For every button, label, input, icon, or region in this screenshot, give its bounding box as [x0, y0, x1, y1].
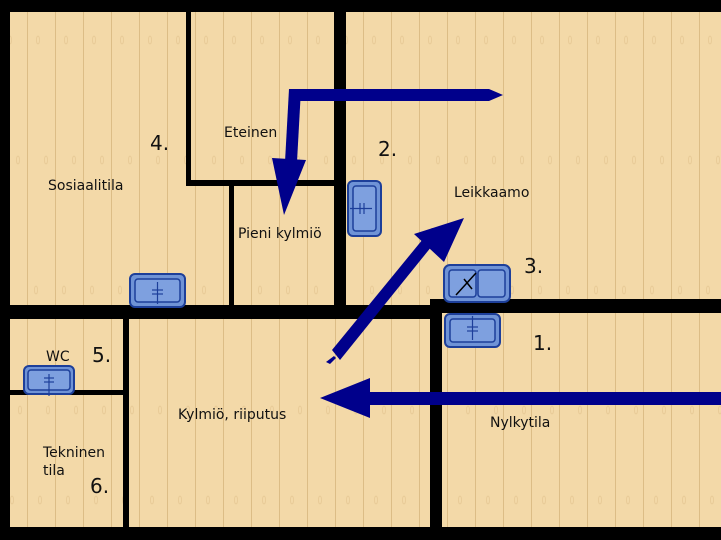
label-nylkytila: Nylkytila [490, 415, 550, 431]
door-icon[interactable] [444, 313, 501, 348]
label-eteinen: Eteinen [224, 125, 277, 141]
door-icon[interactable] [443, 264, 511, 303]
label-tekninen-tila-line2: tila [43, 463, 65, 479]
door-icon[interactable] [347, 180, 382, 237]
number-tekninen-tila: 6. [90, 474, 109, 498]
label-leikkaamo: Leikkaamo [454, 185, 529, 201]
number-wc: 5. [92, 343, 111, 367]
label-kylmio-riiputus: Kylmiö, riiputus [178, 407, 286, 423]
label-sosiaalitila: Sosiaalitila [48, 178, 123, 194]
flow-arrow-icon [272, 89, 721, 418]
label-wc: WC [46, 349, 70, 365]
door-icon[interactable] [23, 365, 75, 396]
number-sosiaalitila: 4. [150, 131, 169, 155]
label-tekninen-tila-line1: Tekninen [42, 445, 105, 461]
number-leikkaamo: 2. [378, 137, 397, 161]
number-leikkaamo-door: 3. [524, 254, 543, 278]
number-nylkytila: 1. [533, 331, 552, 355]
label-pieni-kylmio: Pieni kylmiö [238, 226, 322, 242]
door-icon[interactable] [129, 273, 186, 308]
